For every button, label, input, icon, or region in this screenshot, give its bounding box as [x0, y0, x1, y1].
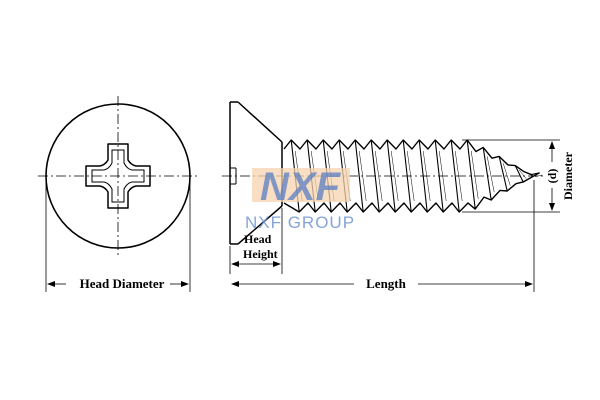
- thread-crest-line: [482, 147, 492, 201]
- d-symbol-label: (d): [545, 169, 559, 184]
- thread-shade-line: [374, 150, 383, 202]
- thread-shade-line: [502, 163, 511, 186]
- head-diameter-dimension: [45, 180, 191, 292]
- head-height-label-line2: Height: [243, 247, 278, 261]
- diameter-label: Diameter: [561, 151, 575, 200]
- thread-shade-line: [486, 156, 495, 193]
- thread-bottom-profile: [283, 172, 540, 213]
- diameter-dimension: [462, 139, 560, 213]
- watermark-box: [252, 168, 350, 202]
- thread-crest-line: [466, 139, 476, 210]
- nxf-watermark-logo: NXF NXF GROUP: [245, 165, 355, 232]
- head-height-dimension: [229, 208, 283, 274]
- head-height-label-line1: Head: [244, 232, 272, 246]
- length-dimension: [231, 180, 535, 292]
- thread-shade-line: [519, 169, 527, 179]
- phillips-recess-inner-icon: [91, 149, 145, 203]
- phillips-recess-icon: [85, 143, 151, 209]
- watermark-logo-text: NXF: [260, 165, 342, 209]
- length-label: Length: [366, 276, 407, 291]
- head-diameter-label: Head Diameter: [80, 276, 165, 291]
- thread-crest-line: [450, 139, 460, 213]
- thread-crest-line: [514, 165, 524, 183]
- screw-head-side: [229, 101, 283, 245]
- thread-crest-line: [498, 156, 508, 192]
- head-top-view: [38, 96, 198, 256]
- thread-shade-line: [470, 150, 479, 199]
- thread-crest-line: [354, 139, 364, 213]
- thread-top-profile: [283, 139, 533, 176]
- thread-shade-line: [390, 150, 399, 202]
- watermark-group-text: NXF GROUP: [245, 213, 355, 232]
